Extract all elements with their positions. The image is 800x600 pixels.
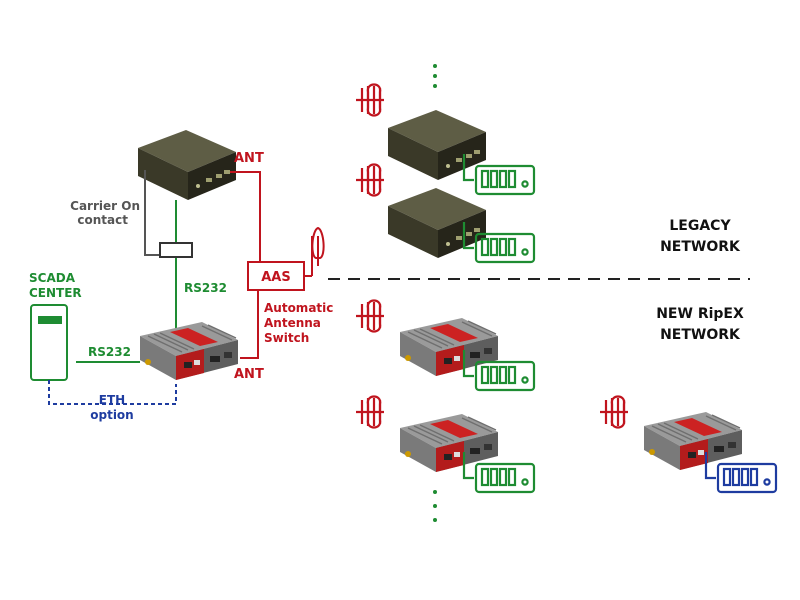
ellipsis-top [433,64,437,88]
carrier-label-line2: contact [77,213,128,227]
yagi-antenna-icon [354,299,386,333]
yagi-antenna-icon [354,83,386,117]
yagi-antenna-icon [598,395,630,429]
new-network-line2: NETWORK [660,327,741,343]
ant-label-bottom: ANT [234,367,264,382]
eth-wire [48,380,177,405]
rs232-label-vertical: RS232 [184,281,227,295]
yagi-antenna-icon [354,163,386,197]
rs232-label-horizontal: RS232 [88,345,131,359]
ant-line-top [230,171,261,262]
new-network-line1: NEW RipEX [656,306,744,322]
aas-desc-line1: Automatic [264,301,333,315]
legacy-network-line1: LEGACY [669,218,731,234]
legacy-radio-icon [388,110,486,180]
eth-label-line1: ETH [99,393,125,407]
aas-desc-line2: Antenna [264,316,321,330]
yagi-antenna-icon [354,395,386,429]
ant-line-bottom [240,290,259,359]
scada-label-line1: SCADA [29,271,76,285]
ripex-radio-icon [643,411,743,471]
legacy-network-line2: NETWORK [660,239,741,255]
ripex-radio-icon [139,321,239,381]
scada-cabinet-icon [30,304,68,381]
carrier-wire [144,170,164,256]
ant-label-top: ANT [234,151,264,166]
aas-box [247,261,305,291]
ellipsis-bottom [433,490,437,522]
aas-desc-line3: Switch [264,331,309,345]
relay-icon [159,242,193,258]
scada-label-line2: CENTER [29,286,82,300]
eth-label-line2: option [90,408,133,422]
omni-antenna-icon [311,226,325,266]
legacy-radio-icon [138,130,236,200]
aas-label: AAS [261,270,291,285]
carrier-label-line1: Carrier On [70,199,140,213]
